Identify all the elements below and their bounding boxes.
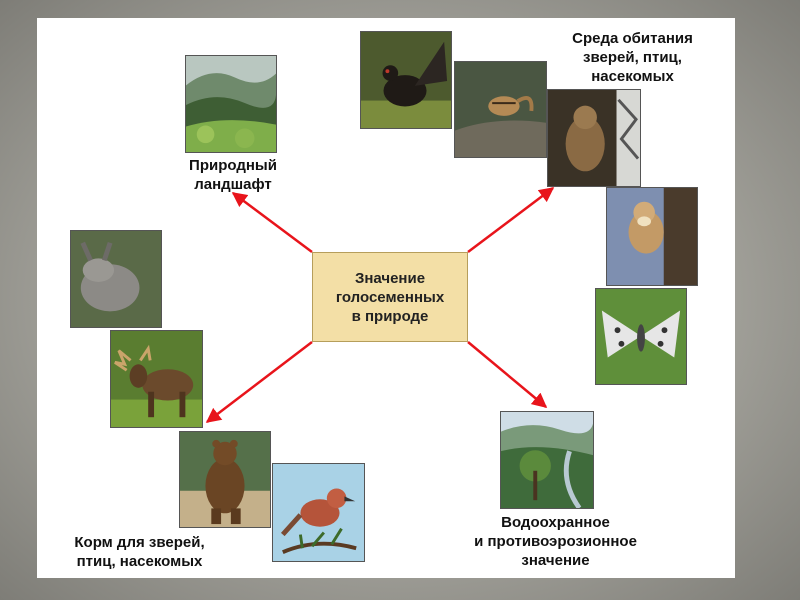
forest-hills-photo (185, 55, 277, 153)
marten-photo (606, 187, 698, 286)
moose-photo (110, 330, 203, 428)
label-landscape: Природный ландшафт (189, 157, 277, 193)
center-concept-label: Значение голосеменных в природе (335, 269, 445, 325)
river-valley-photo (500, 411, 594, 509)
label-food: Корм для зверей, птиц, насекомых (74, 534, 205, 570)
label-water: Водоохранное и противоэрозионное значени… (474, 514, 637, 569)
center-concept-box: Значение голосеменных в природе (312, 252, 468, 342)
crossbill-photo (272, 463, 365, 562)
lynx-photo (547, 89, 641, 187)
deer-photo (70, 230, 162, 328)
bear-photo (179, 431, 271, 528)
moth-photo (595, 288, 687, 385)
capercaillie-photo (360, 31, 452, 129)
chipmunk-photo (454, 61, 547, 158)
label-habitat: Среда обитания зверей, птиц, насекомых (572, 30, 693, 85)
